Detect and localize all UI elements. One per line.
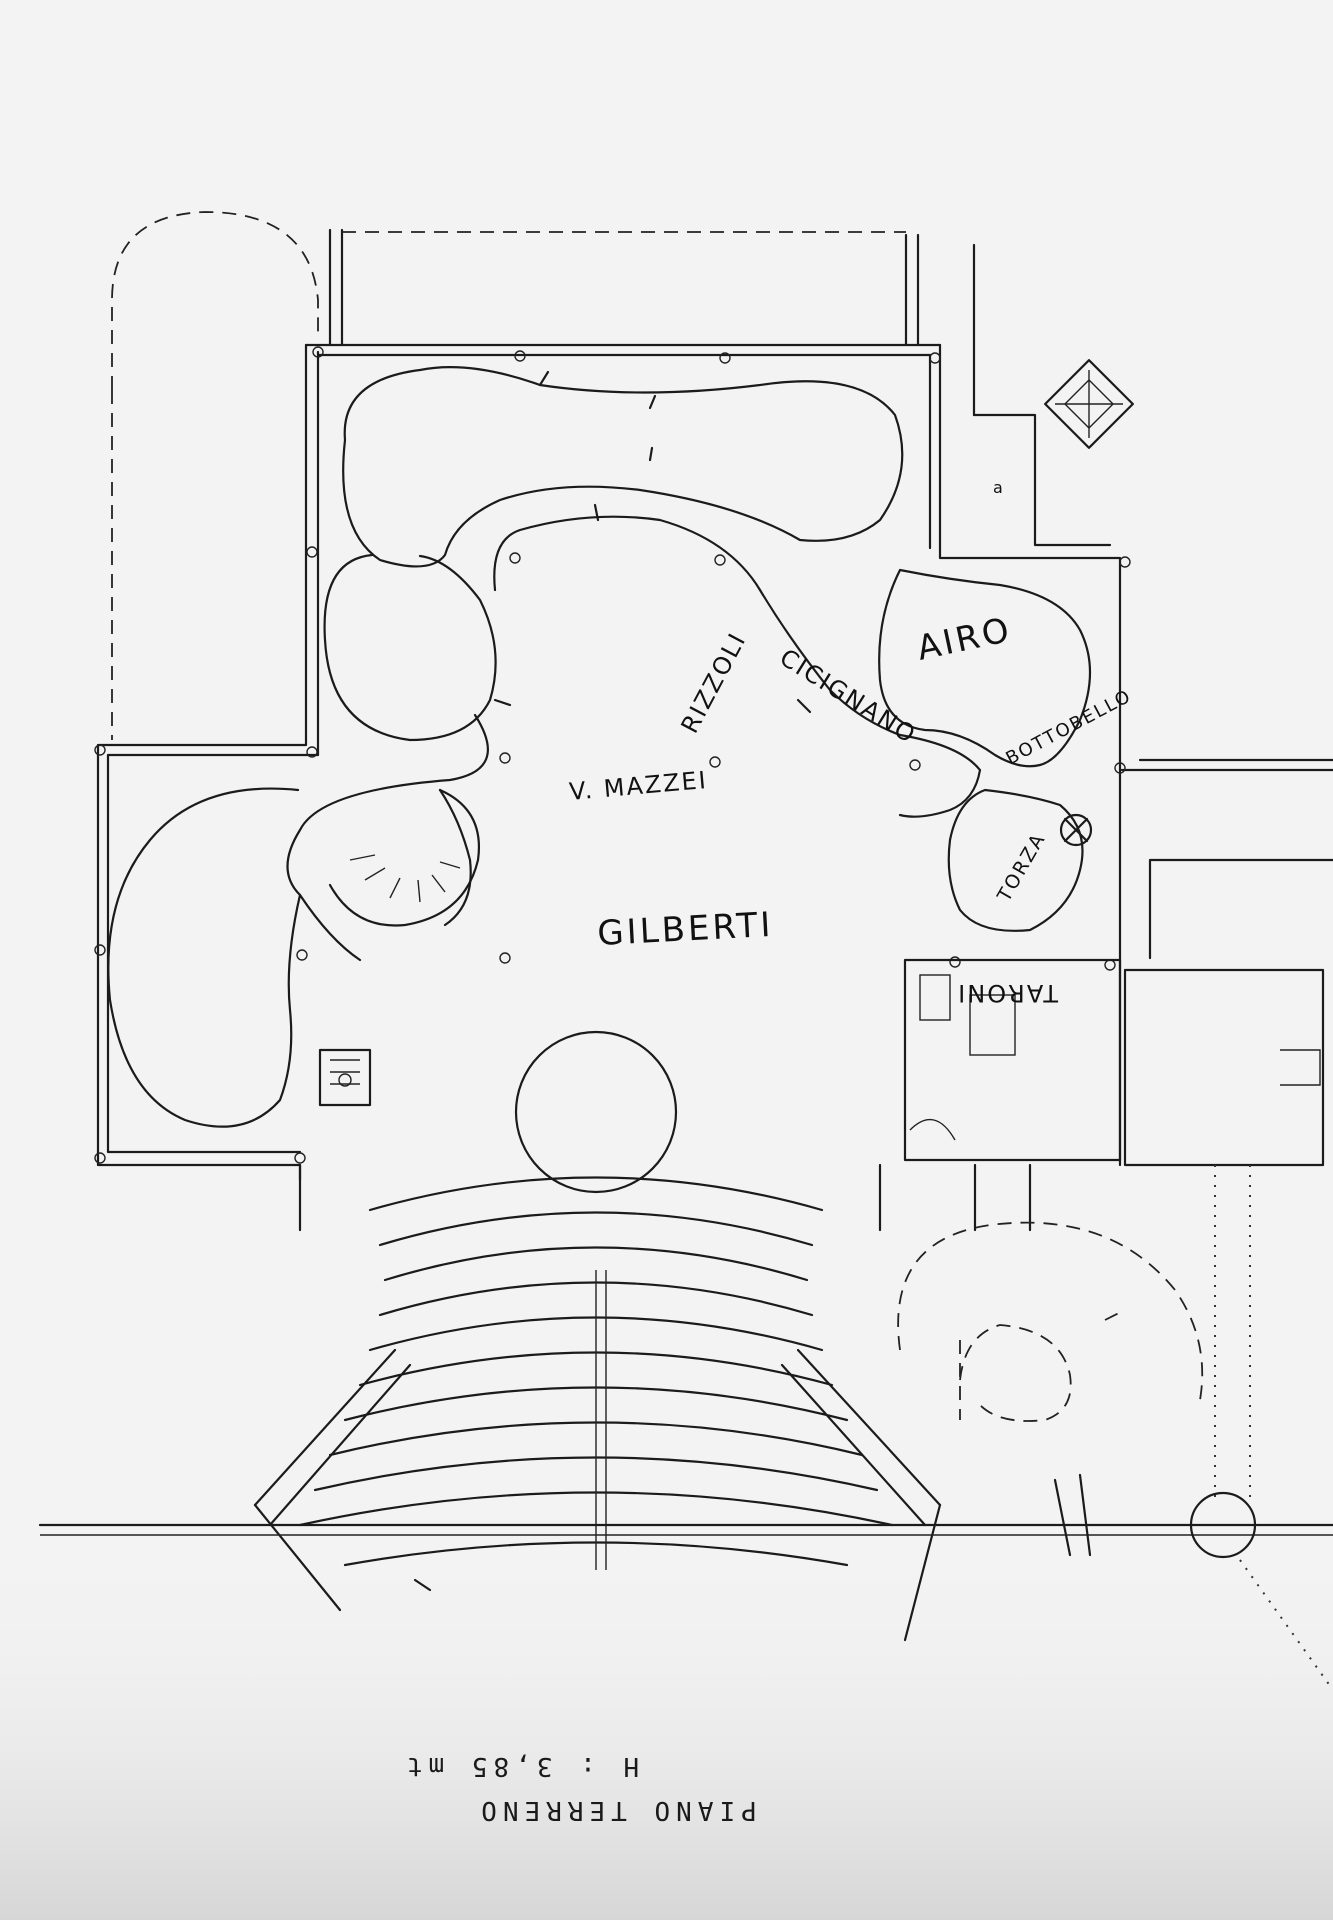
left-stair: [318, 1048, 372, 1107]
label-vmazzei: V. MAZZEI: [568, 766, 709, 806]
label-torza: TORZA: [993, 829, 1050, 906]
label-bottobello: BOTTOBELLO: [1002, 685, 1135, 769]
rear-corridor-walls: [328, 228, 976, 417]
blob-openings: [493, 370, 812, 714]
organic-rooms: [107, 366, 1092, 1128]
main-outline-walls: [96, 343, 1333, 1182]
label-ciccignano: CICIGNANO: [775, 643, 922, 749]
structural-columns: [94, 346, 1131, 1164]
diamond-marker: [1044, 359, 1134, 449]
label-taroni: TARONI: [956, 979, 1059, 1007]
label-airo: AIRO: [914, 610, 1016, 669]
annex-dashed-outline: [111, 211, 319, 390]
height-label: H : 3,85 mt: [401, 1751, 639, 1781]
right-lower-rooms: [903, 958, 1325, 1232]
sheet-title: PIANO TERRENO: [475, 1795, 757, 1825]
label-rizzoli: RIZZOLI: [676, 628, 752, 738]
crossed-circle: [1059, 813, 1093, 847]
small-stair: [1053, 1473, 1257, 1559]
label-gilberti: GILBERTI: [596, 905, 774, 954]
label-a: a: [993, 478, 1005, 497]
amphitheater: [253, 1163, 942, 1642]
spiral-stair: [328, 788, 480, 927]
scan-shading: [0, 1540, 1333, 1920]
garden-dashed: [897, 1165, 1333, 1691]
central-circle: [514, 1030, 678, 1194]
